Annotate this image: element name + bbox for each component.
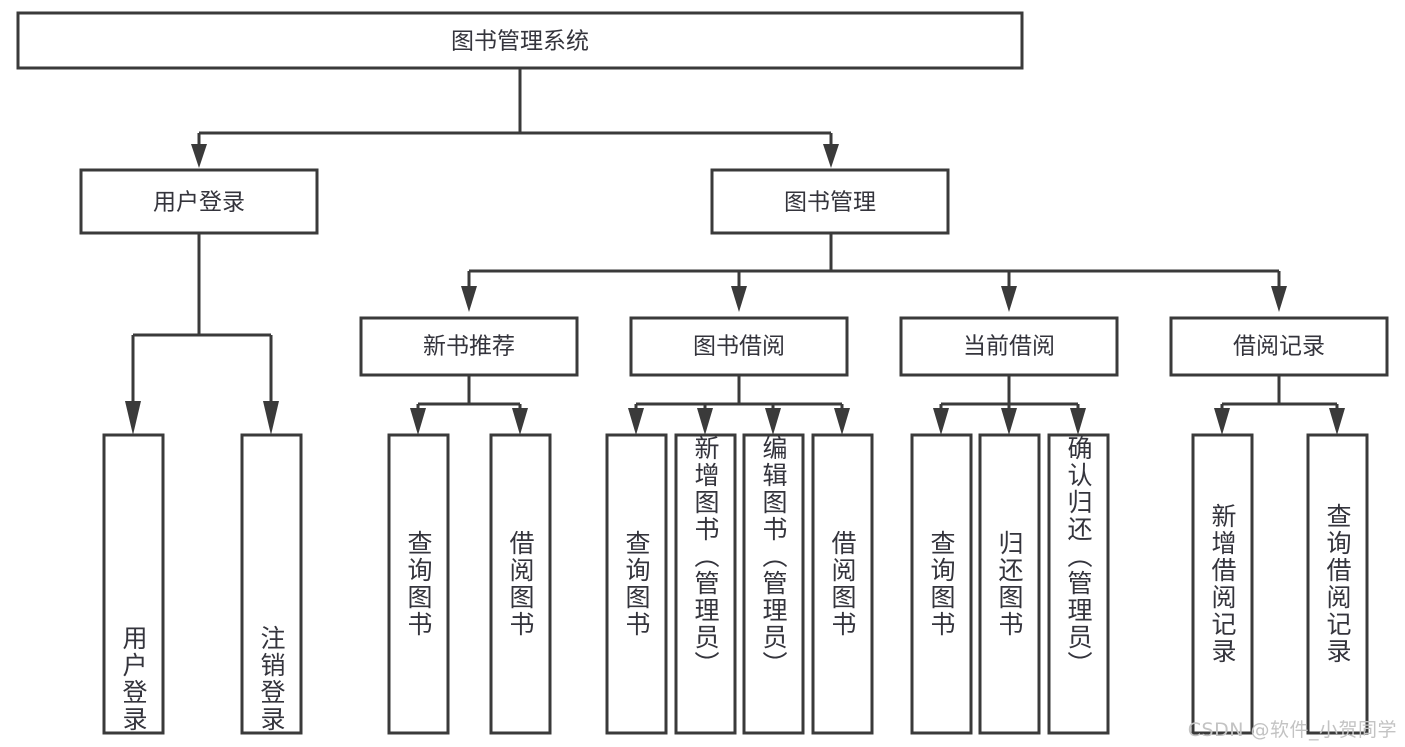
arrow-head-borrow-leaf1 — [628, 408, 644, 435]
leaf-box-borrow-record-2[interactable] — [1306, 433, 1369, 735]
node-book-borrow-label: 图书借阅 — [693, 334, 785, 360]
node-borrow-record[interactable]: 借阅记录 — [1169, 316, 1389, 377]
arrow-head-current-leaf2 — [1001, 408, 1017, 435]
node-book-borrow-box[interactable] — [629, 316, 849, 377]
leaf-box-book-borrow-4[interactable] — [811, 433, 874, 735]
connector-group-bookmgmt — [461, 233, 1287, 312]
node-book-management-box[interactable] — [710, 168, 950, 235]
arrow-head-borrow-leaf2 — [697, 408, 713, 435]
leaf-box-new-book-1[interactable] — [387, 433, 450, 735]
arrow-head-record — [1271, 286, 1287, 312]
connector-group-newbook-leaves — [410, 375, 528, 435]
connector-group-userlogin-leaves — [125, 233, 279, 435]
connector-group-borrow-leaves — [628, 375, 850, 435]
arrow-head-borrow-leaf3 — [765, 408, 781, 435]
connector-group-record-leaves — [1214, 375, 1345, 435]
leaf-boxes-current-borrow — [910, 433, 1110, 735]
arrow-head-userlogin-leaf2 — [263, 401, 279, 435]
node-borrow-record-label: 借阅记录 — [1233, 334, 1325, 360]
node-book-management-label: 图书管理 — [784, 190, 876, 216]
arrow-head-current — [1001, 286, 1017, 312]
leaf-box-current-borrow-1[interactable] — [910, 433, 973, 735]
leaf-box-borrow-record-1[interactable] — [1191, 433, 1254, 735]
leaf-box-book-borrow-2[interactable] — [674, 433, 737, 735]
arrow-head-record-leaf2 — [1329, 408, 1345, 435]
leaf-box-current-borrow-3[interactable] — [1047, 433, 1110, 735]
node-book-borrow[interactable]: 图书借阅 — [629, 316, 849, 377]
arrow-head-newbook-leaf2 — [512, 408, 528, 435]
leaf-boxes-book-borrow — [605, 433, 874, 735]
connector-group-root — [191, 68, 839, 168]
leaf-box-user-login-1[interactable] — [102, 433, 165, 735]
node-new-book-recommend-box[interactable] — [359, 316, 579, 377]
node-current-borrow[interactable]: 当前借阅 — [899, 316, 1119, 377]
arrow-head-bookmgmt — [823, 144, 839, 168]
leaf-box-book-borrow-1[interactable] — [605, 433, 668, 735]
leaf-box-user-login-2[interactable] — [240, 433, 303, 735]
leaf-boxes-user-login — [102, 433, 303, 735]
node-root[interactable]: 图书管理系统 — [16, 11, 1024, 70]
arrow-head-borrow-leaf4 — [834, 408, 850, 435]
arrow-head-userlogin-leaf1 — [125, 401, 141, 435]
leaf-boxes-new-book-recommend — [387, 433, 552, 735]
arrow-head-userlogin — [191, 144, 207, 168]
node-user-login-label: 用户登录 — [153, 190, 245, 216]
leaf-boxes-borrow-record — [1191, 433, 1369, 735]
node-root-label: 图书管理系统 — [451, 29, 589, 55]
leaf-box-new-book-2[interactable] — [489, 433, 552, 735]
arrow-head-newbook-leaf1 — [410, 408, 426, 435]
node-user-login-box[interactable] — [79, 168, 319, 235]
node-current-borrow-label: 当前借阅 — [963, 334, 1055, 360]
node-new-book-recommend[interactable]: 新书推荐 — [359, 316, 579, 377]
arrow-head-newbook — [461, 286, 477, 312]
leaf-box-book-borrow-3[interactable] — [742, 433, 805, 735]
connector-group-current-leaves — [933, 375, 1086, 435]
arrow-head-current-leaf3 — [1070, 408, 1086, 435]
node-user-login[interactable]: 用户登录 — [79, 168, 319, 235]
node-borrow-record-box[interactable] — [1169, 316, 1389, 377]
arrow-head-borrow — [731, 286, 747, 312]
arrow-head-record-leaf1 — [1214, 408, 1230, 435]
node-root-box[interactable] — [16, 11, 1024, 70]
arrow-head-current-leaf1 — [933, 408, 949, 435]
node-new-book-recommend-label: 新书推荐 — [423, 334, 515, 360]
leaf-box-current-borrow-2[interactable] — [978, 433, 1041, 735]
node-current-borrow-box[interactable] — [899, 316, 1119, 377]
node-book-management[interactable]: 图书管理 — [710, 168, 950, 235]
csdn-watermark: CSDN @软件_小贺同学 — [1187, 719, 1397, 741]
